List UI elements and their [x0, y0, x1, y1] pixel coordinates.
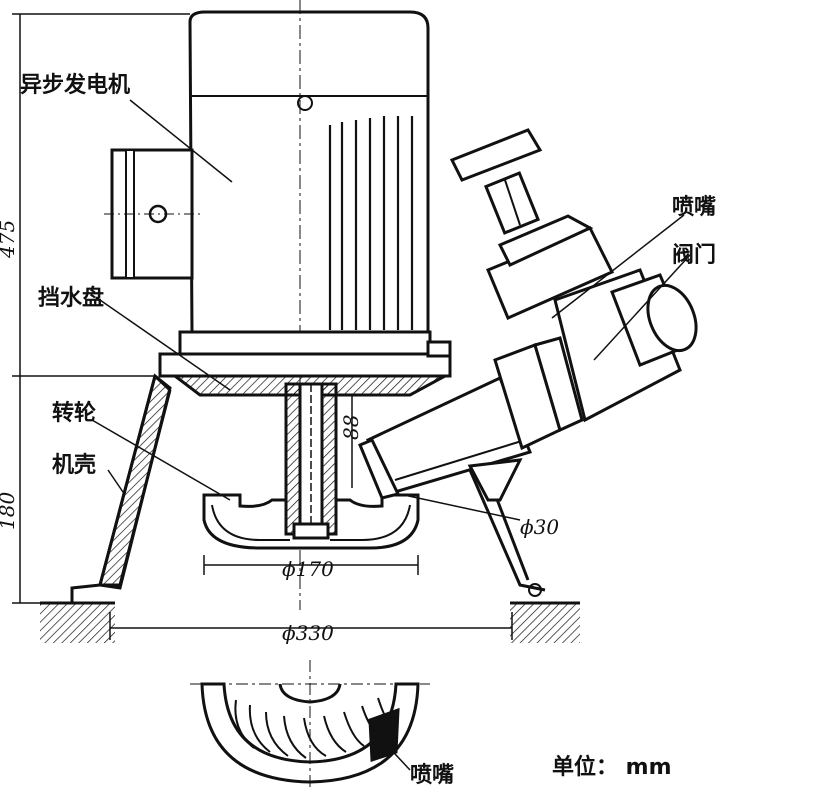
dim-base-dia: ϕ330 — [282, 621, 334, 645]
nozzle-valve-assembly — [358, 128, 698, 502]
label-runner: 转轮 — [52, 400, 96, 426]
casing — [70, 373, 546, 602]
dim-base-height: 180 — [0, 492, 19, 530]
unit-label: 单位： mm — [552, 754, 672, 780]
label-nozzle-bottom: 喷嘴 — [410, 763, 454, 788]
leader-lines — [91, 99, 691, 771]
label-nozzle-top: 喷嘴 — [672, 195, 716, 220]
label-valve: 阀门 — [672, 242, 716, 268]
motor-bolt-icon — [297, 95, 313, 111]
dim-shaft-gap: 88 — [339, 415, 363, 440]
label-generator: 异步发电机 — [20, 72, 130, 98]
label-baffle: 挡水盘 — [38, 285, 104, 311]
label-casing: 机壳 — [52, 453, 96, 478]
generator — [104, 0, 430, 610]
dim-total-height: 475 — [0, 220, 19, 259]
runner — [202, 493, 420, 550]
cooling-fins — [328, 116, 414, 330]
shaft — [284, 382, 338, 536]
flange — [158, 330, 452, 397]
ground — [40, 601, 580, 643]
dim-runner-dia: ϕ170 — [282, 557, 334, 581]
runner-bottom-view — [190, 660, 430, 790]
dim-nozzle-dia: ϕ30 — [520, 515, 559, 539]
dimension-lines — [12, 13, 521, 640]
